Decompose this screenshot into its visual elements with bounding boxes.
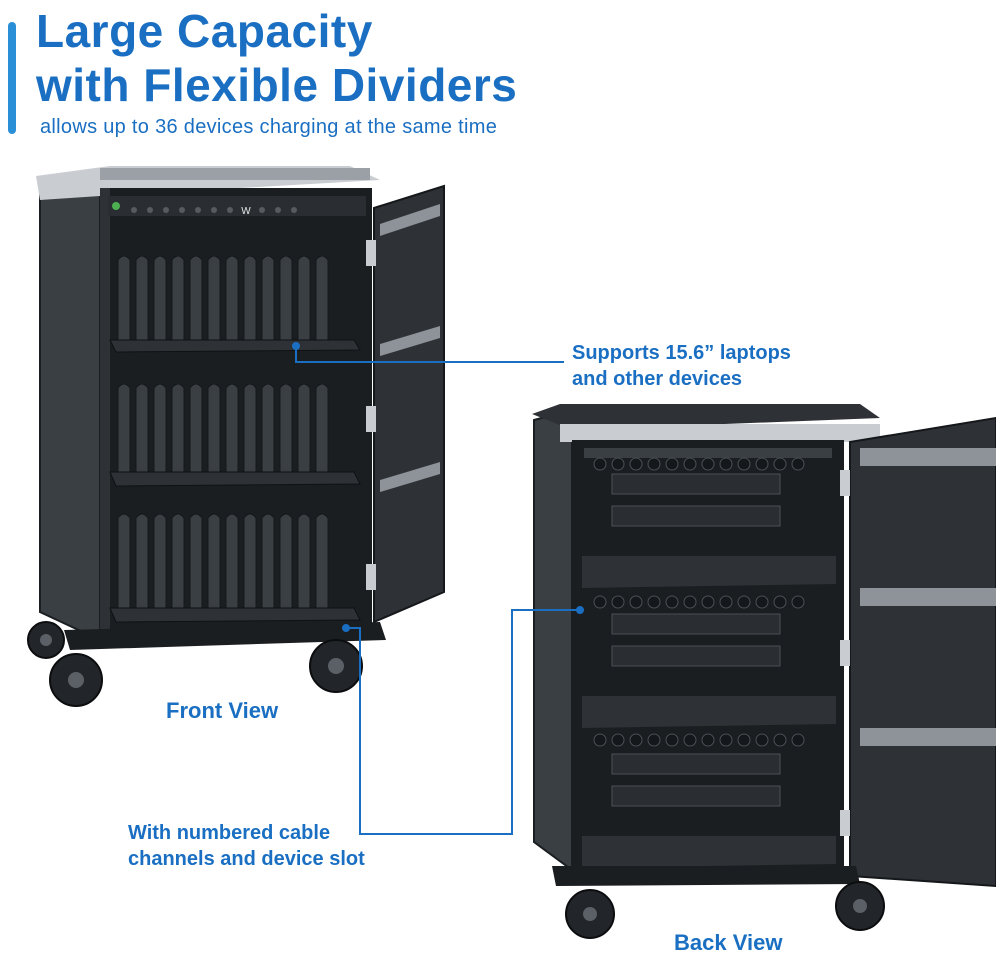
cable-callout: With numbered cable channels and device … — [128, 820, 365, 872]
cable-line-2: channels and device slot — [128, 848, 365, 870]
title-line-1: Large Capacity — [36, 5, 373, 57]
back-cart-image — [532, 404, 996, 939]
supports-callout: Supports 15.6” laptops and other devices — [572, 340, 791, 392]
callout-lines — [292, 342, 584, 835]
supports-line-2: and other devices — [572, 368, 743, 390]
page-title: Large Capacity with Flexible Dividers — [36, 4, 517, 112]
title-line-2: with Flexible Dividers — [36, 59, 518, 111]
back-section — [582, 595, 836, 728]
cable-line-1: With numbered cable — [128, 822, 331, 844]
front-cart-image: W — [27, 166, 445, 707]
back-section — [582, 448, 836, 588]
front-view-label: Front View — [166, 698, 279, 723]
svg-text:W: W — [241, 206, 251, 217]
page-subtitle: allows up to 36 devices charging at the … — [40, 116, 498, 138]
accent-bar — [8, 22, 16, 134]
back-view-label: Back View — [674, 930, 783, 955]
supports-line-1: Supports 15.6” laptops — [572, 342, 791, 364]
back-section — [582, 733, 836, 868]
